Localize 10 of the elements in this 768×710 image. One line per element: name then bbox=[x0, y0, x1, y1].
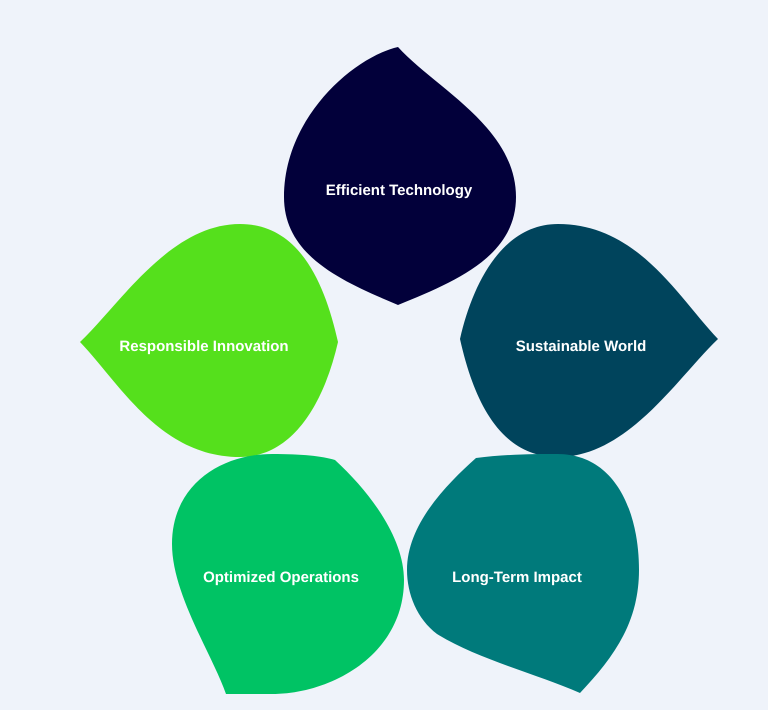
leaf-shape bbox=[284, 47, 516, 305]
leaf-shape bbox=[407, 454, 639, 693]
leaf-label: Optimized Operations bbox=[203, 569, 359, 587]
leaf-shape bbox=[80, 224, 338, 457]
leaf-label: Responsible Innovation bbox=[119, 338, 289, 356]
leaf-shape bbox=[460, 224, 718, 457]
leaf-shape bbox=[172, 454, 404, 694]
leaf-label: Efficient Technology bbox=[326, 182, 472, 200]
leaf-label: Long-Term Impact bbox=[452, 569, 582, 587]
leaf-label: Sustainable World bbox=[516, 338, 646, 356]
